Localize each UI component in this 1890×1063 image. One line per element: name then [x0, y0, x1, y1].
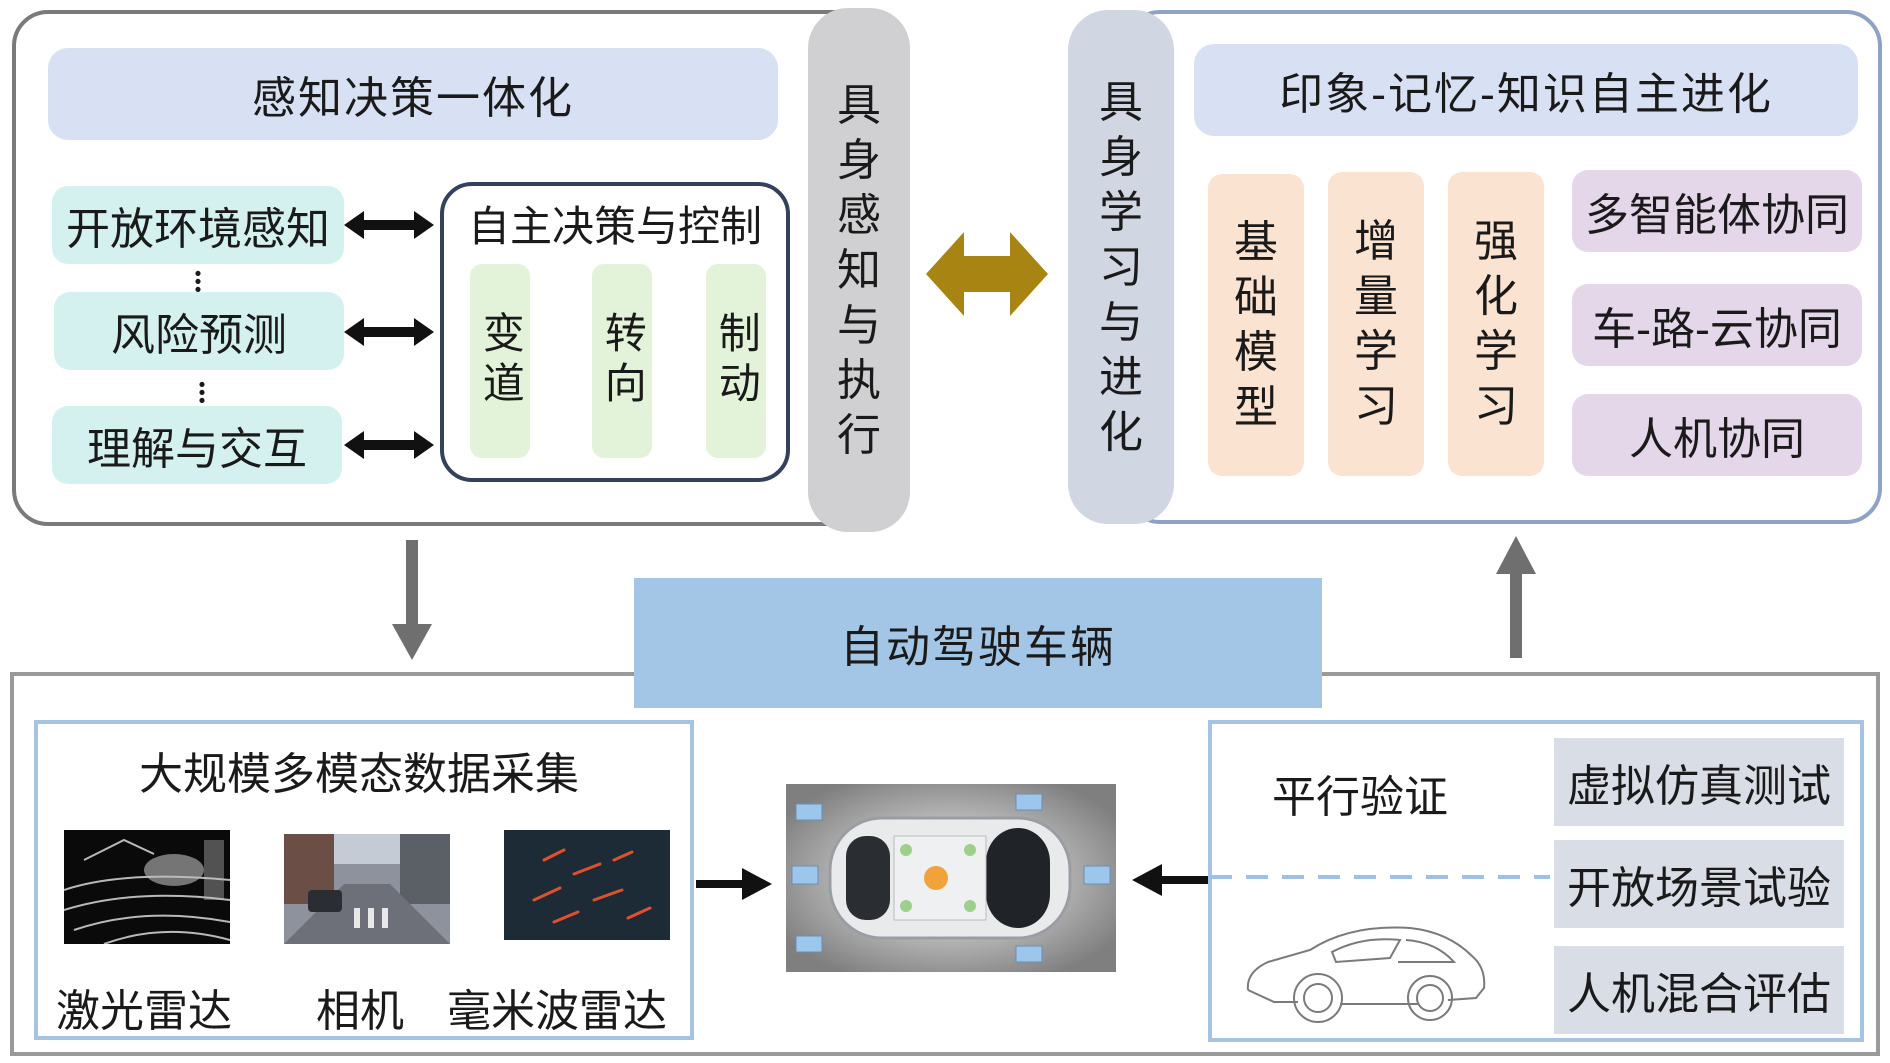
embodied-learning-char: 习	[1099, 241, 1143, 293]
data-collection-title-text: 大规模多模态数据采集	[139, 749, 579, 800]
embodied-perception-char: 知	[837, 244, 881, 296]
camera-label-text: 相机	[316, 986, 404, 1037]
embodied-perception-char: 执	[837, 354, 881, 406]
double-arrow-icon	[344, 318, 434, 346]
method-char: 习	[1474, 381, 1518, 432]
embodied-learning-char: 化	[1099, 406, 1143, 458]
autonomous-decision-title: 自主决策与控制	[450, 192, 780, 254]
method-char: 习	[1354, 381, 1398, 432]
method-char: 础	[1234, 272, 1278, 323]
vehicle-title-bar: 自动驾驶车辆	[634, 578, 1322, 708]
double-arrow-icon	[344, 211, 434, 239]
method-char: 学	[1354, 326, 1398, 377]
gold-double-arrow-icon	[926, 232, 1048, 316]
left-arrow-icon	[1132, 864, 1208, 896]
braking-box: 制动	[706, 264, 766, 458]
evolution-title: 印象-记忆-知识自主进化	[1194, 44, 1858, 136]
embodied-perception-bar: 具 身 感 知 与 执 行	[808, 8, 910, 532]
embodied-learning-char: 进	[1099, 351, 1143, 403]
embodied-perception-char: 感	[837, 189, 881, 241]
embodied-learning-char: 具	[1099, 76, 1143, 128]
embodied-perception-char: 与	[837, 299, 881, 351]
lidar-image	[64, 830, 230, 944]
multi-agent-collab-box: 多智能体协同	[1572, 170, 1862, 252]
method-char: 模	[1234, 327, 1278, 378]
embodied-learning-char: 学	[1099, 186, 1143, 238]
data-collection-title: 大规模多模态数据采集	[44, 738, 674, 802]
radar-label: 毫米波雷达	[442, 978, 672, 1037]
risk-prediction-label: 风险预测	[111, 310, 287, 361]
bidirectional-arrows	[344, 211, 434, 459]
parallel-validation-label: 平行验证	[1250, 758, 1470, 828]
parallel-validation-text: 平行验证	[1272, 772, 1448, 823]
vehicle-road-cloud-label: 车-路-云协同	[1592, 304, 1842, 355]
virtual-sim-test-label: 虚拟仿真测试	[1567, 761, 1831, 812]
camera-label: 相机	[300, 978, 420, 1037]
embodied-learning-char: 与	[1099, 296, 1143, 348]
vehicle-road-cloud-box: 车-路-云协同	[1572, 284, 1862, 366]
lidar-label: 激光雷达	[44, 978, 244, 1037]
down-arrow-icon	[392, 540, 432, 660]
foundation-model-box: 基 础 模 型	[1208, 174, 1304, 476]
method-char: 学	[1474, 326, 1518, 377]
human-machine-eval-label: 人机混合评估	[1567, 969, 1831, 1020]
method-char: 基	[1234, 217, 1278, 268]
open-scenario-test-box: 开放场景试验	[1554, 840, 1844, 928]
reinforcement-learning-box: 强 化 学 习	[1448, 172, 1544, 476]
radar-label-text: 毫米波雷达	[447, 986, 667, 1037]
camera-image	[284, 834, 450, 944]
dashed-connector	[1210, 875, 1550, 879]
autonomous-decision-title-text: 自主决策与控制	[467, 201, 762, 251]
up-arrow-icon	[1496, 536, 1536, 658]
risk-prediction-box: 风险预测	[54, 292, 344, 370]
braking-label: 制动	[712, 311, 762, 411]
steering-label: 转向	[598, 311, 648, 411]
lidar-label-text: 激光雷达	[56, 986, 232, 1037]
right-arrow-icon	[696, 868, 772, 900]
method-char: 量	[1354, 271, 1398, 322]
open-env-perception-box: 开放环境感知	[52, 186, 344, 264]
perception-decision-title: 感知决策一体化	[48, 48, 778, 140]
understanding-interaction-label: 理解与交互	[87, 424, 307, 475]
open-scenario-test-label: 开放场景试验	[1567, 863, 1831, 914]
radar-image	[504, 830, 670, 940]
incremental-learning-box: 增 量 学 习	[1328, 172, 1424, 476]
human-machine-collab-box: 人机协同	[1572, 394, 1862, 476]
method-char: 化	[1474, 271, 1518, 322]
embodied-perception-char: 身	[837, 134, 881, 186]
embodied-learning-bar: 具 身 学 习 与 进 化	[1068, 10, 1174, 524]
ellipsis-dots-2: ···	[197, 368, 207, 417]
embodied-perception-char: 行	[837, 409, 881, 461]
method-char: 增	[1354, 216, 1398, 267]
evolution-title-text: 印象-记忆-知识自主进化	[1279, 69, 1773, 120]
vehicle-topview-image	[786, 784, 1116, 972]
lane-change-label: 变道	[476, 311, 526, 411]
virtual-sim-test-box: 虚拟仿真测试	[1554, 738, 1844, 826]
embodied-learning-char: 身	[1099, 131, 1143, 183]
method-char: 型	[1234, 382, 1278, 433]
understanding-interaction-box: 理解与交互	[52, 406, 342, 484]
human-machine-eval-box: 人机混合评估	[1554, 946, 1844, 1034]
embodied-perception-char: 具	[837, 79, 881, 131]
perception-decision-title-text: 感知决策一体化	[252, 73, 574, 124]
multi-agent-collab-label: 多智能体协同	[1585, 190, 1849, 241]
ellipsis-dots-1: ···	[193, 257, 203, 306]
human-machine-collab-label: 人机协同	[1629, 414, 1805, 465]
double-arrow-icon	[344, 431, 434, 459]
open-env-perception-label: 开放环境感知	[66, 204, 330, 255]
steering-box: 转向	[592, 264, 652, 458]
car-sketch-image	[1246, 926, 1486, 1023]
vehicle-title-text: 自动驾驶车辆	[840, 622, 1116, 673]
method-char: 强	[1474, 216, 1518, 267]
lane-change-box: 变道	[470, 264, 530, 458]
